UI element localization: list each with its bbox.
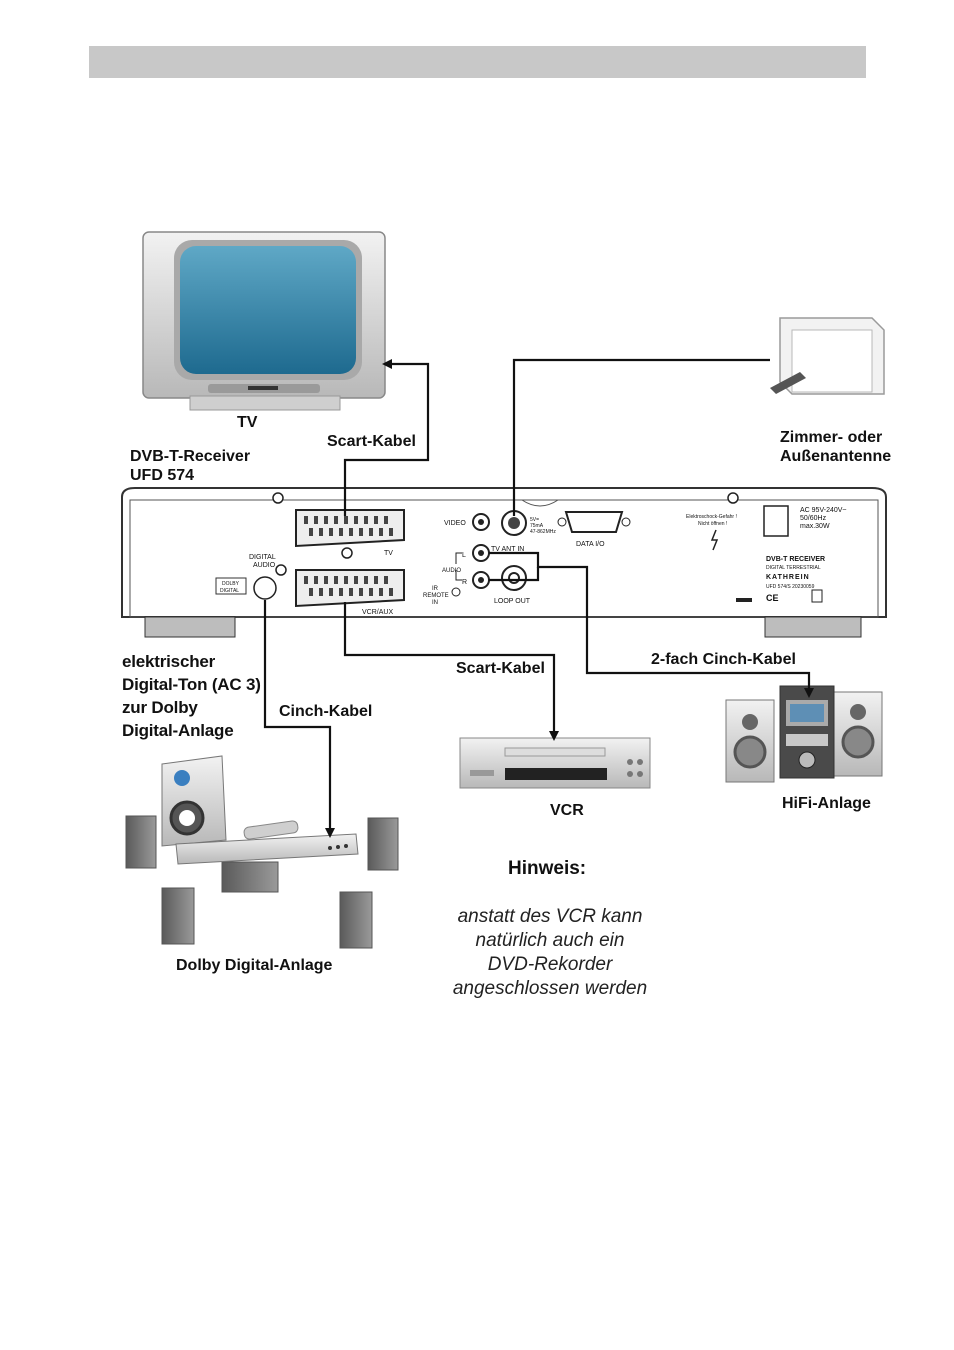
antenna-label-2: Außenantenne — [780, 448, 892, 465]
ac3-label-2: Digital-Ton (AC 3) — [122, 675, 261, 694]
ir-label-1: IR — [432, 586, 439, 592]
dolby-logo-2: DIGITAL — [220, 588, 239, 594]
cinch-cable-label: Cinch-Kabel — [279, 703, 373, 720]
antenna-icon — [770, 317, 885, 395]
dolby-logo-1: DOLBY — [222, 581, 240, 587]
audio-r-label: R — [462, 579, 467, 586]
ac3-label-4: Digital-Anlage — [122, 721, 234, 740]
dolby-system-icon — [125, 755, 399, 949]
vcr-icon — [459, 737, 651, 789]
tv-label: TV — [237, 414, 258, 431]
cinch-2fach-label: 2-fach Cinch-Kabel — [651, 651, 796, 668]
scart-cable-tv-label: Scart-Kabel — [327, 433, 416, 450]
antenna-power-2: 75mA — [530, 523, 544, 529]
header-bar — [89, 46, 866, 78]
brand-name: KATHREIN — [766, 574, 810, 581]
hifi-label: HiFi-Anlage — [782, 795, 871, 812]
cables — [263, 358, 814, 838]
antenna-label-1: Zimmer- oder — [780, 429, 883, 446]
dolby-label: Dolby Digital-Anlage — [176, 957, 333, 974]
note-title: Hinweis: — [508, 858, 587, 879]
digital-audio-label-2: AUDIO — [253, 562, 276, 569]
digital-audio-label-1: DIGITAL — [249, 554, 276, 561]
ce-mark: CE — [766, 593, 779, 603]
warning-2: Nicht öffnen ! — [698, 521, 727, 527]
receiver-label-1: DVB-T-Receiver — [130, 448, 251, 465]
tv-icon — [142, 231, 386, 411]
video-label: VIDEO — [444, 520, 466, 527]
ir-label-3: IN — [432, 600, 438, 606]
receiver-label-2: UFD 574 — [130, 467, 195, 484]
warning-1: Elektroschock-Gefahr ! — [686, 514, 737, 520]
vcr-label: VCR — [550, 802, 584, 819]
tv-scart-label: TV — [384, 550, 393, 557]
audio-l-label: L — [462, 552, 466, 559]
brand-sub: DIGITAL TERRESTRIAL — [766, 565, 821, 571]
brand-logo: DVB-T RECEIVER — [766, 556, 825, 563]
antenna-power-1: 5V= — [530, 517, 539, 523]
antenna-power-3: 47-862MHz — [530, 529, 556, 535]
power-rating-1: AC 95V-240V~ — [800, 507, 847, 514]
ac3-label-3: zur Dolby — [122, 698, 198, 717]
tv-ant-in-label: TV ANT IN — [491, 546, 524, 553]
scart-cable-vcr-label: Scart-Kabel — [456, 660, 545, 677]
audio-label: AUDIO — [442, 568, 461, 574]
ir-label-2: REMOTE — [423, 593, 449, 599]
vcr-scart-label: VCR/AUX — [362, 609, 393, 616]
model-code: UFD 574/S 20230059 — [766, 584, 815, 590]
power-rating-3: max.30W — [800, 523, 830, 530]
hifi-icon — [725, 685, 883, 783]
tv-scart-port — [295, 509, 405, 548]
loop-out-label: LOOP OUT — [494, 598, 531, 605]
vcr-scart-port — [295, 569, 405, 608]
data-io-label: DATA I/O — [576, 541, 605, 548]
power-rating-2: 50/60Hz — [800, 515, 827, 522]
note-body: anstatt des VCR kann natürlich auch ein … — [452, 906, 648, 999]
ac3-label-1: elektrischer — [122, 652, 216, 671]
